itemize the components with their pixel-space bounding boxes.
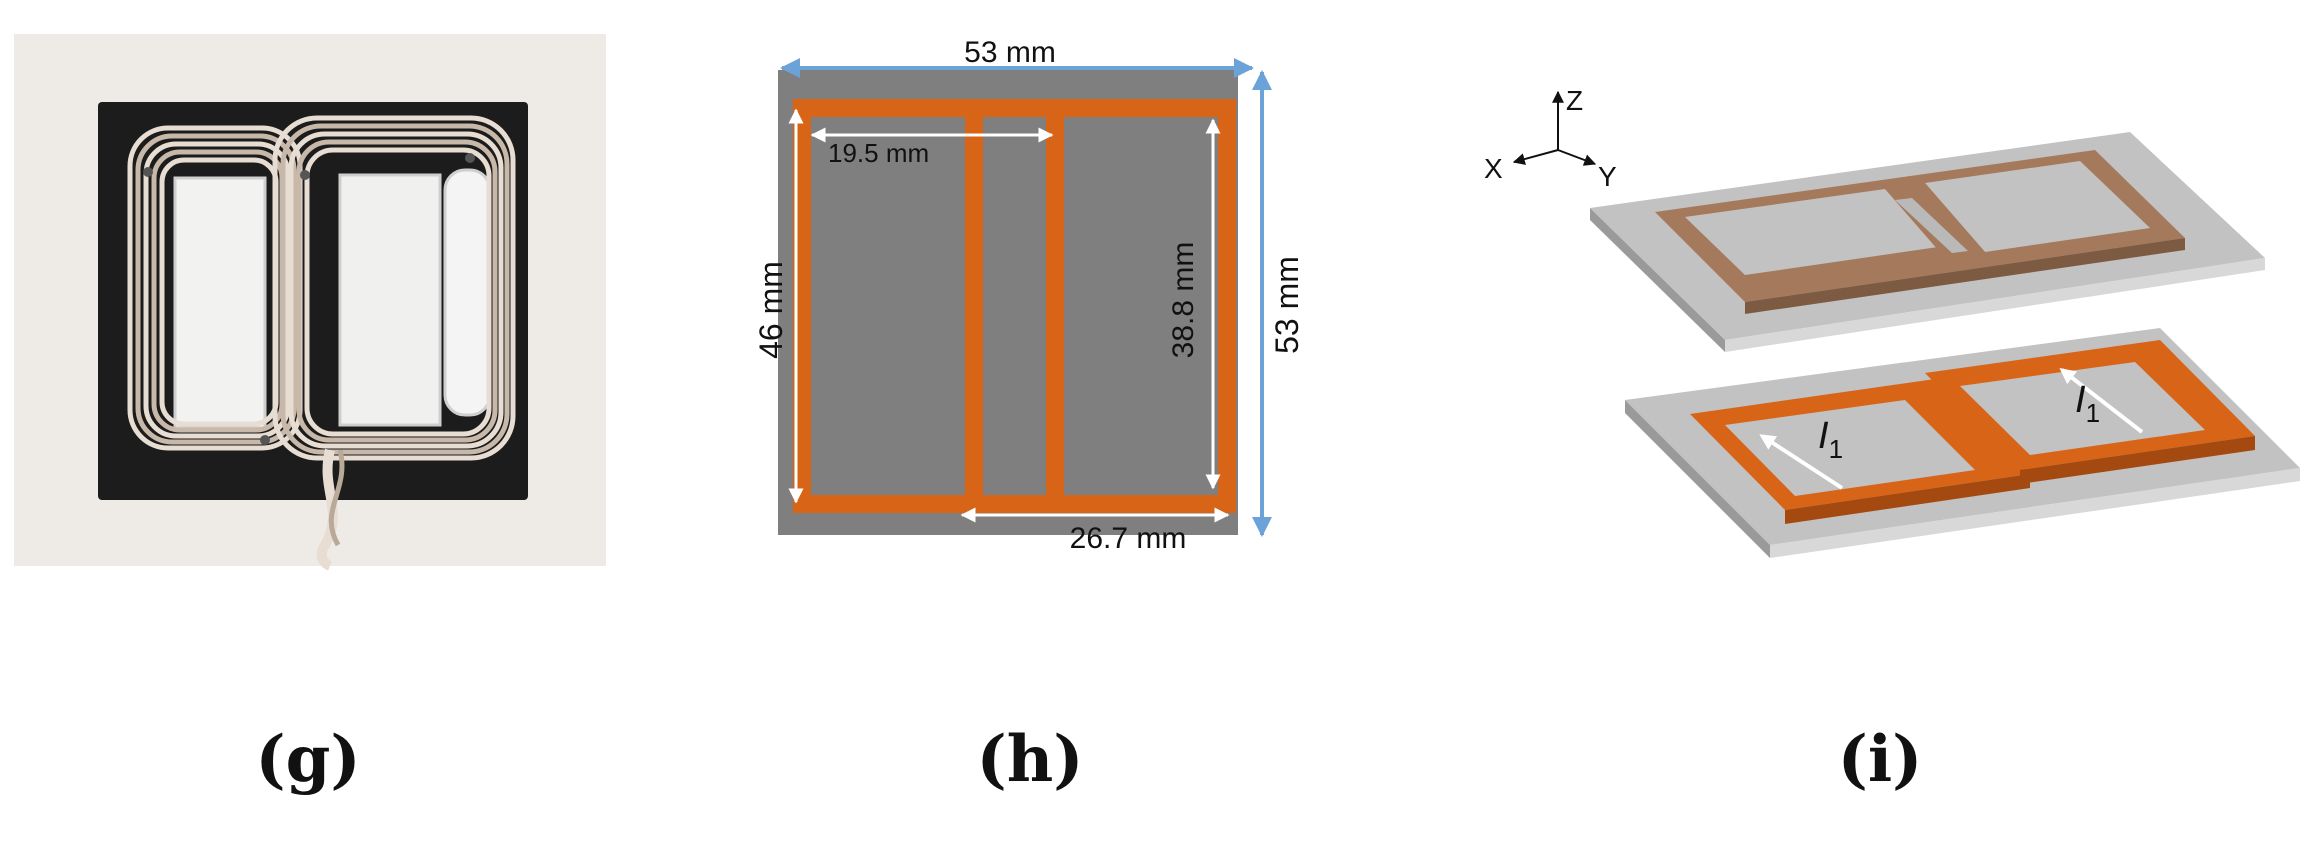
current-label-right: I1 bbox=[2075, 379, 2100, 428]
current-arrow-left bbox=[1759, 434, 1844, 490]
copper-bar-left bbox=[965, 108, 983, 504]
panel-label-i: (i) bbox=[1837, 722, 1923, 797]
dim-text-inner-width: 19.5 mm bbox=[828, 138, 929, 168]
panel-g-photo bbox=[14, 34, 606, 571]
screw bbox=[465, 153, 475, 163]
axis-label-x: X bbox=[1484, 153, 1503, 184]
copper-bar-right bbox=[1046, 108, 1064, 504]
screw bbox=[143, 167, 153, 177]
gray-plate bbox=[778, 70, 1238, 535]
left-ferrite-piece bbox=[173, 176, 267, 430]
center-ferrite-piece bbox=[338, 173, 442, 427]
current-arrow-right bbox=[2059, 368, 2144, 434]
dim-text-right: 53 mm bbox=[1269, 256, 1305, 354]
lead-wire bbox=[316, 448, 338, 571]
axis-label-y: Y bbox=[1598, 161, 1617, 192]
panel-label-g: (g) bbox=[255, 722, 361, 797]
axis-label-z: Z bbox=[1566, 85, 1583, 116]
panel-i-diagram: Z X Y bbox=[1484, 85, 2300, 558]
right-ferrite-roll bbox=[443, 168, 492, 417]
lower-plate bbox=[1625, 328, 2300, 558]
upper-plate bbox=[1590, 132, 2265, 352]
dim-text-top: 53 mm bbox=[964, 36, 1056, 69]
dim-text-bottom: 26.7 mm bbox=[1070, 522, 1187, 555]
dim-text-left: 46 mm bbox=[753, 261, 789, 359]
screw bbox=[260, 435, 270, 445]
axis-triad bbox=[1512, 90, 1597, 166]
dim-text-inner-height: 38.8 mm bbox=[1167, 242, 1200, 359]
current-label-left: I1 bbox=[1818, 415, 1843, 464]
screw bbox=[300, 170, 310, 180]
right-coil bbox=[272, 115, 516, 461]
panel-label-h: (h) bbox=[976, 722, 1084, 797]
panel-h-diagram: 53 mm 53 mm 46 mm 19.5 mm 38.8 mm 26.7 m… bbox=[753, 36, 1305, 555]
